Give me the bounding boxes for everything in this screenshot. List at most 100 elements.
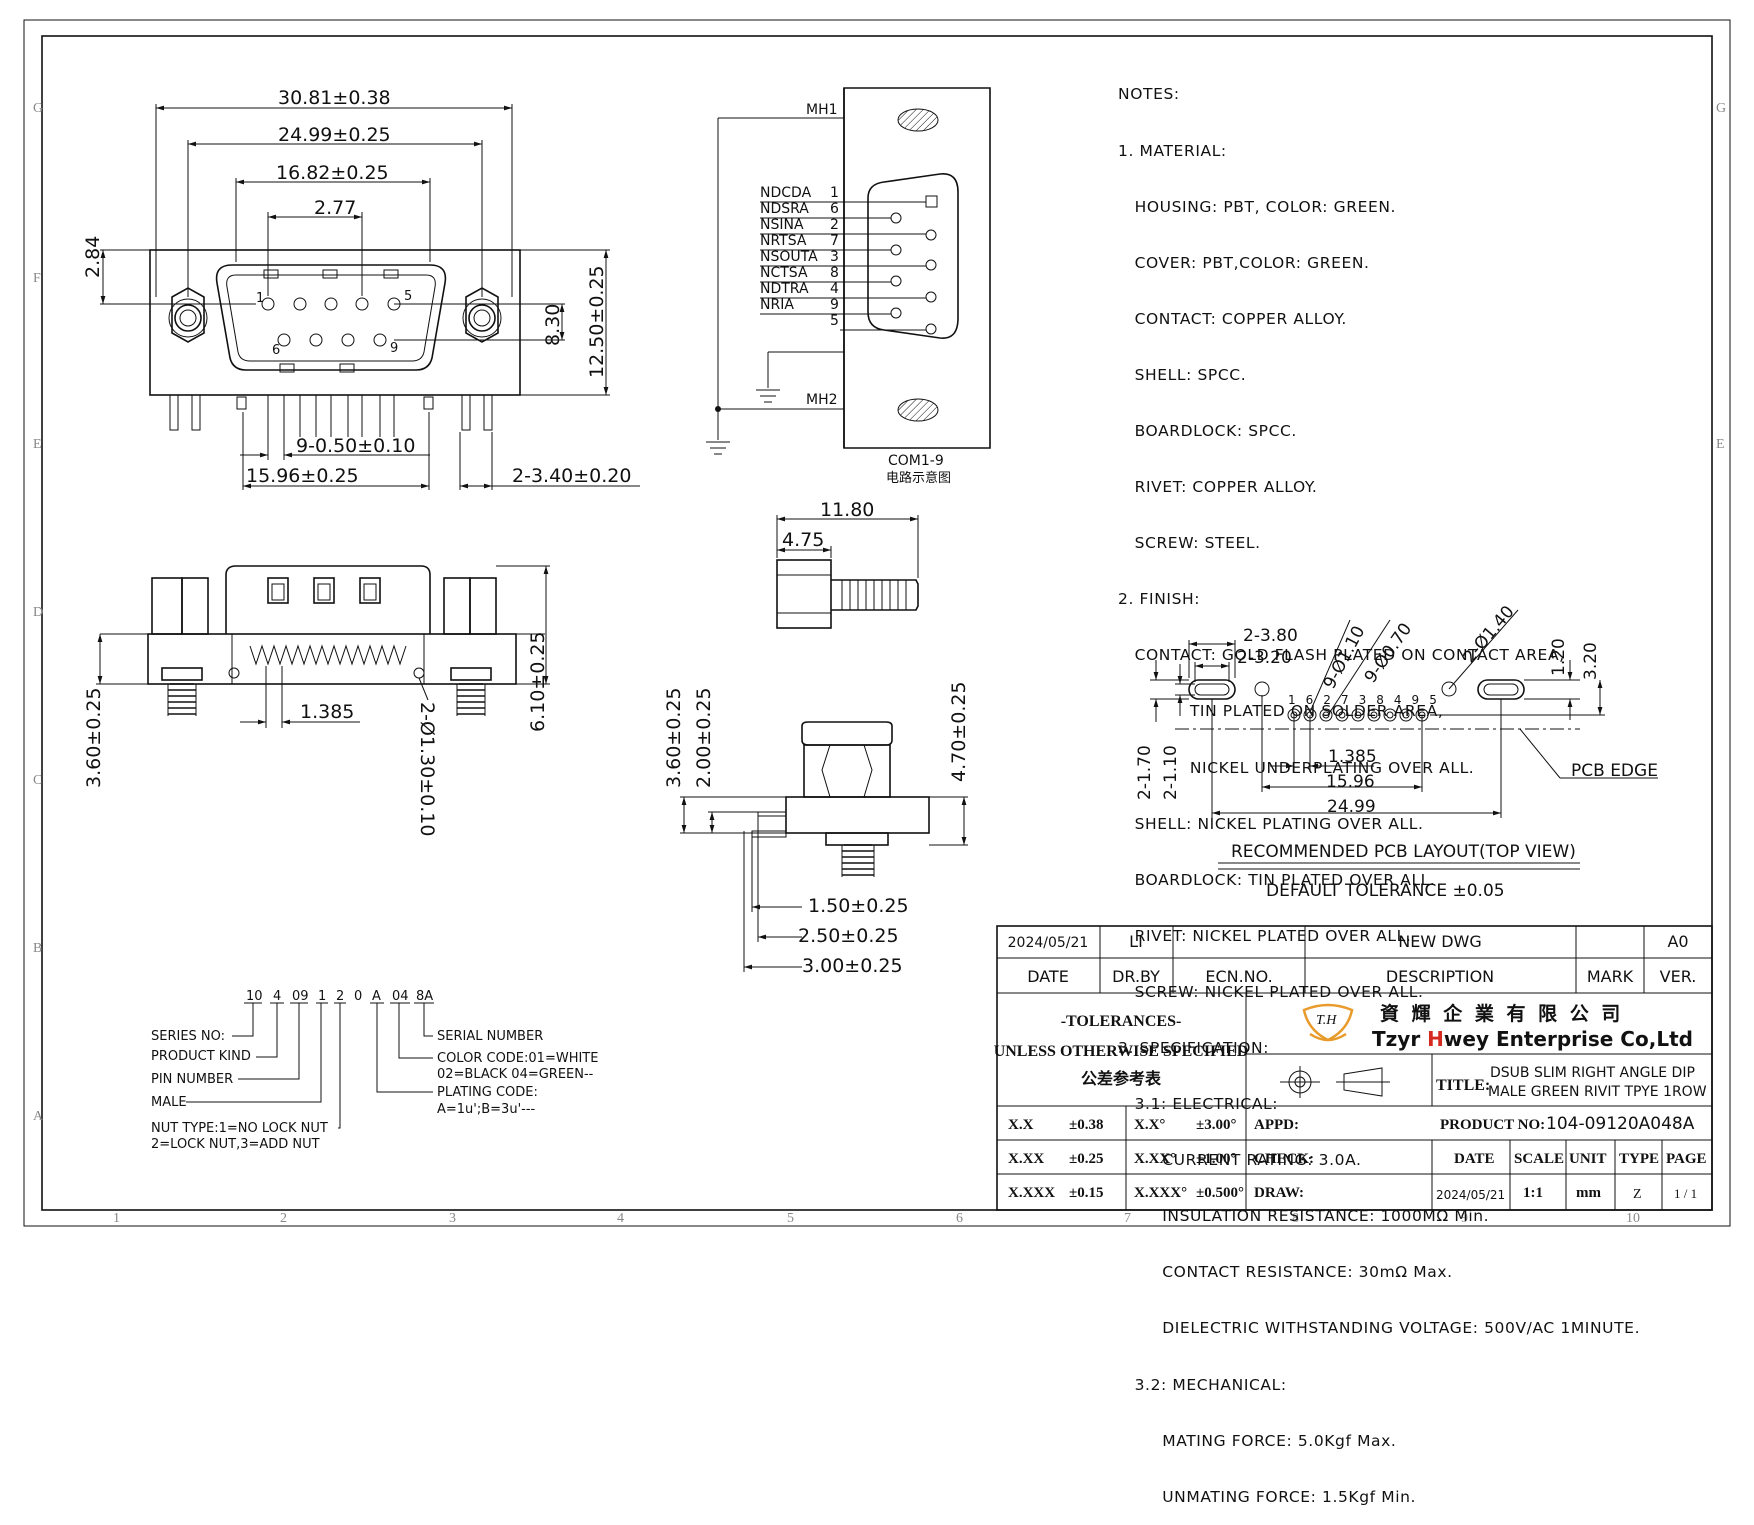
dim-tail-span: 15.96±0.25	[246, 465, 359, 487]
pn-code-a: A	[372, 989, 381, 1004]
note-line: BOARDLOCK: SPCC.	[1118, 421, 1297, 440]
pn-plating-2: A=1u';B=3u'---	[437, 1102, 536, 1117]
header-description: DESCRIPTION	[1386, 967, 1494, 986]
projection-symbol	[1280, 1066, 1390, 1098]
dim-tail-width: 9-0.50±0.10	[296, 435, 415, 457]
note-line: 2. FINISH:	[1118, 590, 1201, 609]
dim-end-2-50: 2.50±0.25	[798, 925, 899, 947]
pn-code-4: 4	[273, 989, 281, 1004]
row-label-e: E	[33, 437, 42, 452]
pn-code-04: 04	[392, 989, 409, 1004]
dim-mount-hole-pitch: 24.99±0.25	[278, 124, 391, 146]
note-line: MATING FORCE: 5.0Kgf Max.	[1118, 1431, 1397, 1450]
note-line: 1. MATERIAL:	[1118, 141, 1227, 160]
pin-label-1: 1	[256, 291, 264, 306]
note-line: 3.1: ELECTRICAL:	[1118, 1095, 1279, 1114]
col-label-1: 1	[113, 1211, 120, 1226]
tol-row1-a: X.X	[1008, 1117, 1034, 1133]
approved-label: APPD:	[1254, 1117, 1299, 1133]
pcb-dim-pitch: 1.385	[1328, 747, 1377, 767]
note-line: UNMATING FORCE: 1.5Kgf Min.	[1118, 1487, 1417, 1506]
note-line: CONTACT RESISTANCE: 30mΩ Max.	[1118, 1263, 1453, 1282]
row-label-f: F	[33, 271, 41, 286]
tol-row3-d: ±0.500°	[1196, 1185, 1244, 1201]
mh2-label: MH2	[806, 392, 838, 408]
screw-view: 11.80 4.75	[776, 499, 919, 629]
tol-row3-c: X.XXX°	[1134, 1185, 1187, 1201]
signal-nctsa: NCTSA	[760, 265, 808, 281]
row-label-c: C	[33, 773, 42, 788]
solder-tails	[169, 395, 493, 437]
header-date: DATE	[1027, 967, 1069, 986]
note-line: TIN PLATED ON SOLDER AREA,	[1118, 702, 1444, 721]
note-line: SCREW: NICKEL PLATED OVER ALL.	[1118, 982, 1424, 1001]
footer-page-label: PAGE	[1666, 1151, 1707, 1167]
rev-description: NEW DWG	[1398, 932, 1482, 951]
tol-row2-a: X.XX	[1008, 1151, 1044, 1167]
part-number-leaders	[186, 1002, 434, 1129]
title-line-2: MALE GREEN RIVIT TPYE 1ROW	[1488, 1084, 1707, 1100]
end-view-dimension-lines	[680, 796, 968, 972]
header-version: VER.	[1660, 967, 1697, 986]
header-drawn-by: DR.BY	[1112, 967, 1160, 986]
row-label-b: B	[33, 941, 42, 956]
row-label-d: D	[33, 605, 43, 620]
pn-code-1: 1	[318, 989, 326, 1004]
col-label-10: 10	[1626, 1211, 1640, 1226]
pcb-layout-title: RECOMMENDED PCB LAYOUT(TOP VIEW)	[1231, 842, 1576, 862]
footer-date-label: DATE	[1454, 1151, 1495, 1167]
signal-nsina: NSINA	[760, 217, 804, 233]
pcb-pin-holes	[1287, 708, 1429, 722]
tol-row2-d: ±1.00°	[1196, 1151, 1236, 1167]
dim-8-30: 8.30	[542, 304, 564, 346]
drawn-label: DRAW:	[1254, 1185, 1304, 1201]
signal-nrtsa: NRTSA	[760, 233, 807, 249]
scale-value: 1:1	[1523, 1185, 1543, 1201]
dim-end-2-00: 2.00±0.25	[693, 687, 715, 788]
signal-nsouta: NSOUTA	[760, 249, 818, 265]
front-dimension-lines	[100, 104, 640, 490]
row-label-a: A	[33, 1109, 44, 1124]
dim-side-pitch: 1.385	[300, 701, 354, 723]
mh1-hatched	[897, 108, 939, 132]
company-name-en: Tzyr Hwey Enterprise Co,Ltd	[1372, 1027, 1693, 1051]
side-dimension-lines	[96, 565, 550, 728]
pn-code-09: 09	[292, 989, 309, 1004]
tol-row1-b: ±0.38	[1069, 1117, 1103, 1133]
unit-value: mm	[1576, 1185, 1601, 1201]
rev-date: 2024/05/21	[1008, 935, 1089, 951]
schematic-d-shell	[867, 173, 959, 339]
pn-plating-1: PLATING CODE:	[437, 1085, 538, 1100]
note-line: INSULATION RESISTANCE: 1000MΩ Min.	[1118, 1207, 1490, 1226]
signal-nria: NRIA	[760, 297, 794, 313]
front-view: 1 5 6 9	[82, 87, 640, 490]
logo-text: T.H	[1316, 1013, 1337, 1028]
pcb-dimension-lines	[1150, 609, 1658, 870]
pn-serial: SERIAL NUMBER	[437, 1029, 543, 1044]
pcb-edge-label: PCB EDGE	[1571, 761, 1658, 781]
mh2-hatched	[897, 398, 939, 422]
sch-pin-5: 5	[830, 313, 839, 329]
tol-row2-b: ±0.25	[1069, 1151, 1103, 1167]
side-contacts	[249, 644, 407, 666]
pn-nut-1: NUT TYPE:1=NO LOCK NUT	[151, 1121, 328, 1136]
note-line: DIELECTRIC WITHSTANDING VOLTAGE: 500V/AC…	[1118, 1319, 1641, 1338]
pn-color-2: 02=BLACK 04=GREEN--	[437, 1067, 594, 1082]
side-base	[147, 633, 517, 685]
dim-boardlock-width: 2-3.40±0.20	[512, 465, 631, 487]
footer-unit-label: UNIT	[1569, 1151, 1607, 1167]
pcb-dim-1-20: 1.20	[1549, 638, 1569, 676]
note-line: RIVET: COPPER ALLOY.	[1118, 478, 1318, 497]
ground-symbols	[706, 351, 844, 455]
side-view: 1.385 2-Ø1.30±0.10 3.60±0.25 6.10±0.25	[83, 565, 550, 836]
note-line: HOUSING: PBT, COLOR: GREEN.	[1118, 197, 1397, 216]
pn-pin-number: PIN NUMBER	[151, 1072, 233, 1087]
pin-label-5: 5	[404, 289, 412, 304]
note-line: CONTACT: GOLD FLASH PLATED ON CONTACT AR…	[1118, 646, 1565, 665]
type-value: Z	[1633, 1187, 1642, 1202]
dim-screw-length: 11.80	[820, 499, 874, 521]
pn-code-10: 10	[246, 989, 263, 1004]
header-ecn: ECN.NO.	[1205, 967, 1272, 986]
pcb-pin-numbers: 1 6 2 7 3 8 4 9 5	[1288, 693, 1440, 707]
tolerances-heading: -TOLERANCES-	[1061, 1013, 1182, 1030]
